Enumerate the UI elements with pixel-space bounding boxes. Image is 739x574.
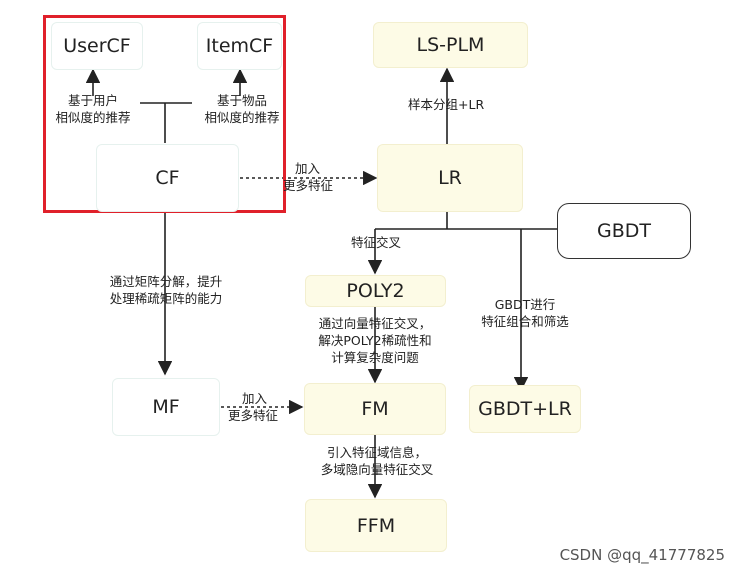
node-ffm: FFM xyxy=(305,499,447,552)
node-itemcf: ItemCF xyxy=(197,22,282,70)
node-cf: CF xyxy=(96,144,239,212)
node-poly2: POLY2 xyxy=(305,275,446,307)
node-gbdt: GBDT xyxy=(557,203,691,259)
node-ls-plm: LS-PLM xyxy=(373,22,528,68)
node-usercf: UserCF xyxy=(51,22,143,70)
label-gbdt-select: GBDT进行 特征组合和筛选 xyxy=(481,297,569,329)
node-fm: FM xyxy=(304,383,446,435)
label-item-similarity: 基于物品 相似度的推荐 xyxy=(204,93,280,125)
node-gbdt-lr: GBDT+LR xyxy=(469,385,581,433)
watermark: CSDN @qq_41777825 xyxy=(559,546,725,564)
label-feature-cross: 特征交叉 xyxy=(350,235,401,250)
label-poly2-to-fm: 通过向量特征交叉， 解决POLY2稀疏性和 计算复杂度问题 xyxy=(318,316,432,365)
label-cf-to-mf: 通过矩阵分解，提升 处理稀疏矩阵的能力 xyxy=(109,274,223,306)
label-cf-to-lr: 加入 更多特征 xyxy=(283,161,334,193)
node-mf: MF xyxy=(112,378,220,436)
label-user-similarity: 基于用户 相似度的推荐 xyxy=(55,93,131,125)
label-mf-to-fm: 加入 更多特征 xyxy=(228,391,279,423)
label-lr-to-lsplm: 样本分组+LR xyxy=(408,97,485,112)
node-lr: LR xyxy=(377,144,523,212)
label-fm-to-ffm: 引入特征域信息， 多域隐向量特征交叉 xyxy=(320,445,434,477)
